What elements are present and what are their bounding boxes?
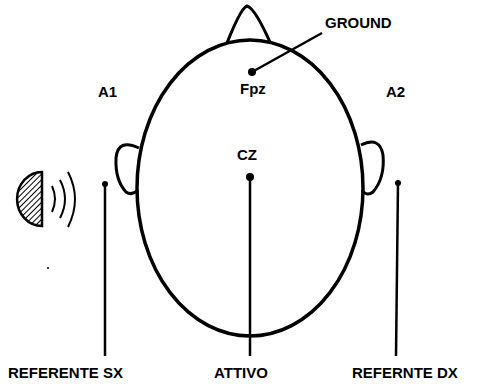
lead-label: REFERENTE SX — [8, 364, 123, 382]
electrode-label: A1 — [98, 83, 117, 101]
lead-label: REFERNTE DX — [352, 364, 458, 382]
electrode-label: CZ — [237, 146, 257, 164]
electrode-label: A2 — [386, 83, 405, 101]
ground-label: GROUND — [325, 14, 392, 32]
electrode-label: Fpz — [240, 80, 266, 98]
lead-label: ATTIVO — [214, 364, 268, 382]
